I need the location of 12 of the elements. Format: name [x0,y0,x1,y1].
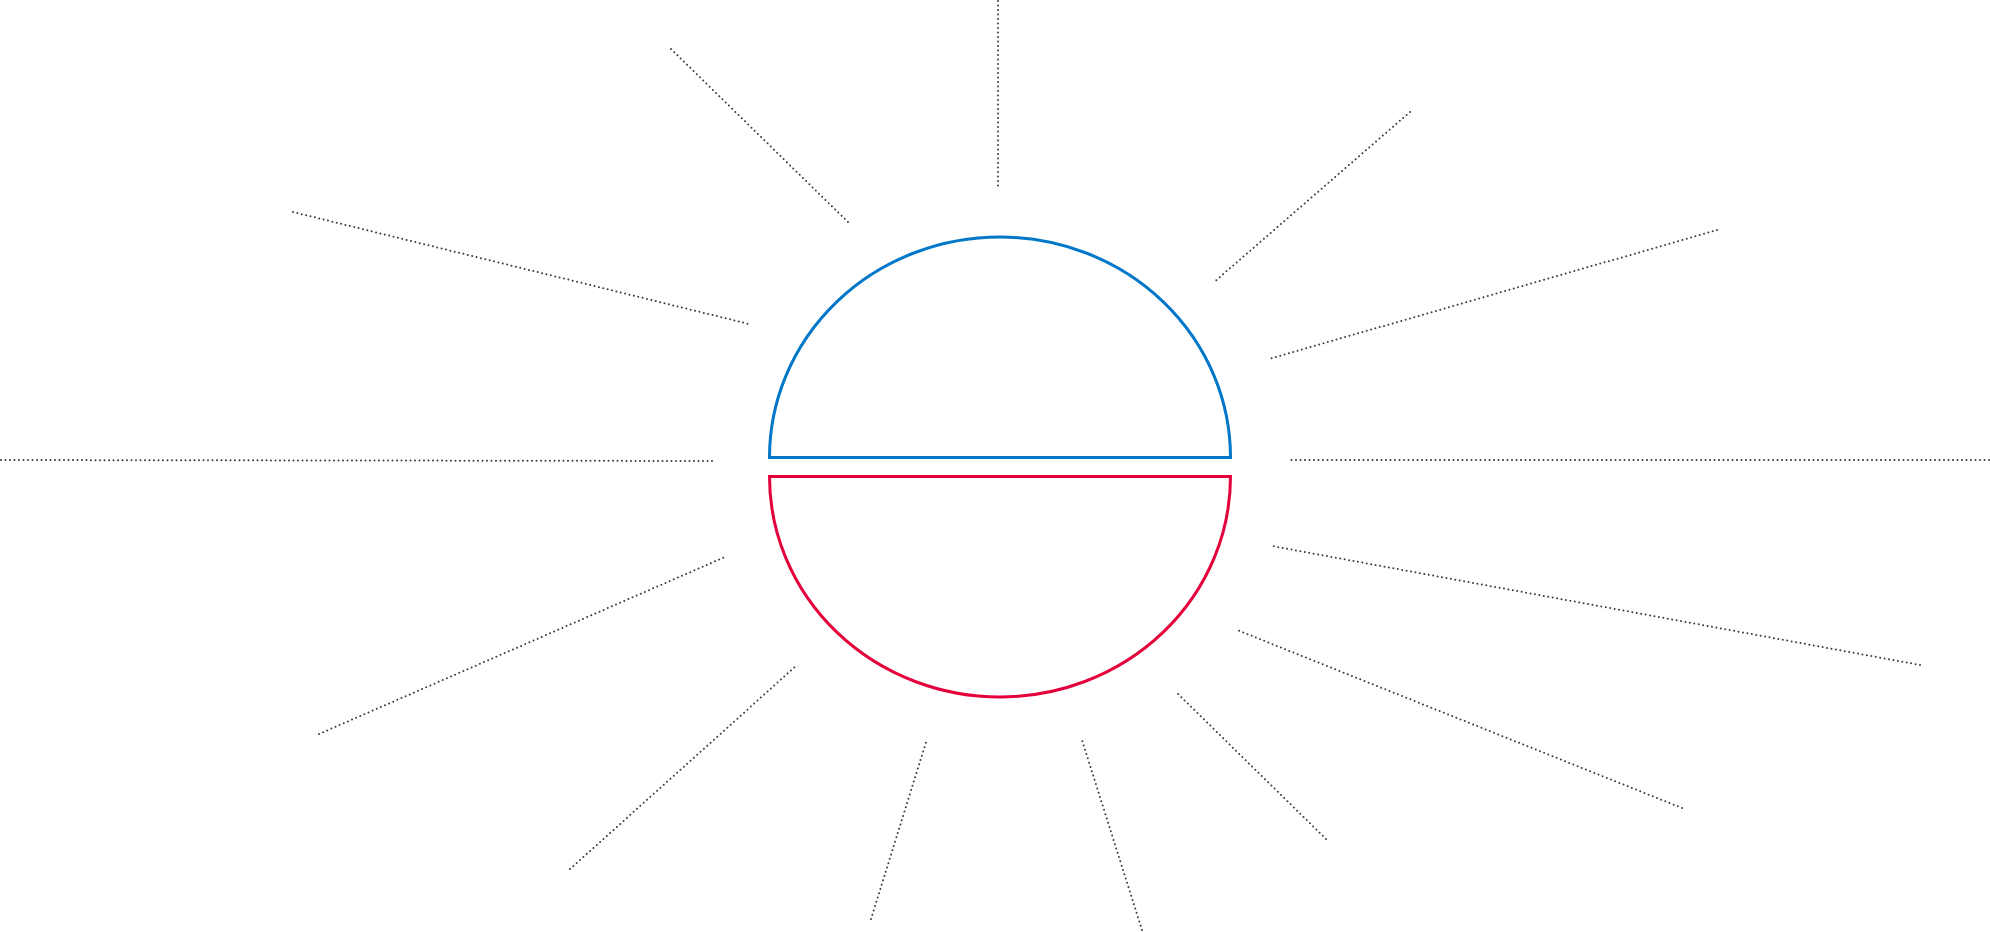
dotted-line [670,48,850,224]
dotted-line [1212,111,1411,284]
dotted-line [569,665,797,870]
dotted-line [997,0,999,189]
dotted-line [1268,229,1718,360]
dotted-line [1236,629,1683,809]
dotted-line [318,556,726,735]
dotted-line [1288,459,1990,461]
dotted-line [1174,690,1327,840]
dotted-line [1271,545,1921,666]
dotted-line [0,459,713,462]
dotted-line [292,211,750,325]
